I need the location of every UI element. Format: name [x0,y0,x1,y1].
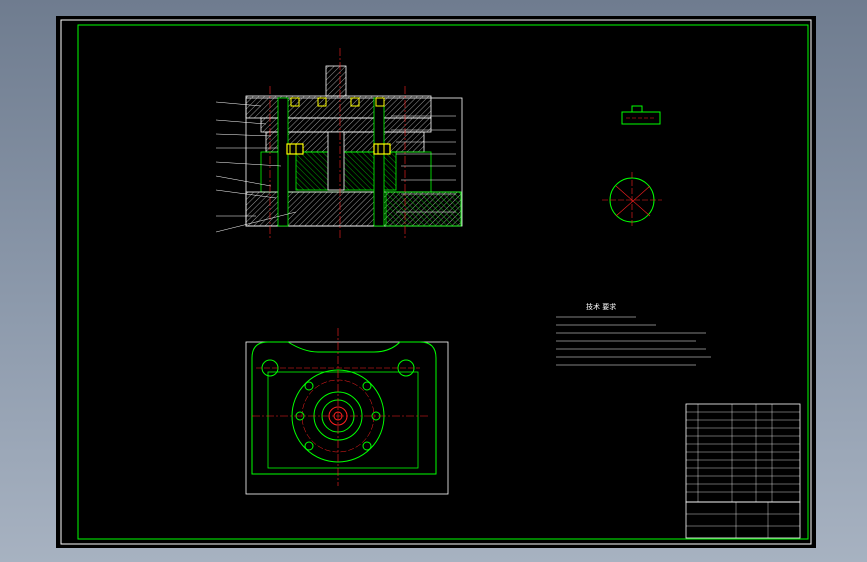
bolt-hole [304,441,314,451]
leader-lines-left [215,101,297,233]
detail-view-b[interactable] [602,172,662,228]
detail-view-a[interactable] [621,105,661,125]
inner-frame [77,24,809,540]
plan-view[interactable] [245,328,449,495]
cad-viewport[interactable]: 技术 要求 [56,16,816,548]
title-block[interactable] [685,403,801,539]
outer-frame [60,19,812,545]
leader-lines-right [391,115,456,213]
tech-requirements-title: 技术 要求 [586,302,616,311]
screw-2 [317,97,327,107]
guide-pillar-right [373,97,385,227]
spring-right [373,143,391,155]
die-block-outline [267,371,419,469]
die-assembly-drawing: 技术 要求 [60,19,812,545]
guide-pillar-left [277,97,289,227]
die-shank [325,65,347,97]
plan-view-outline [245,341,449,495]
screw-3 [350,97,360,107]
lower-plate-edge [385,191,462,227]
bolt-hole [362,381,372,391]
screw-1 [290,97,300,107]
upper-die-plate [245,95,432,119]
spring-left [286,143,304,155]
parts-list-grid [686,404,800,538]
section-view[interactable] [215,48,463,240]
bolt-hole [304,381,314,391]
bolt-hole [362,441,372,451]
parts-list [685,403,801,503]
detail-a-notch [631,105,643,113]
central-punch [327,131,345,191]
tech-requirements: 技术 要求 [556,302,711,366]
lower-die-base-outline [251,341,437,475]
title-block-frame [685,501,801,539]
screw-4 [375,97,385,107]
